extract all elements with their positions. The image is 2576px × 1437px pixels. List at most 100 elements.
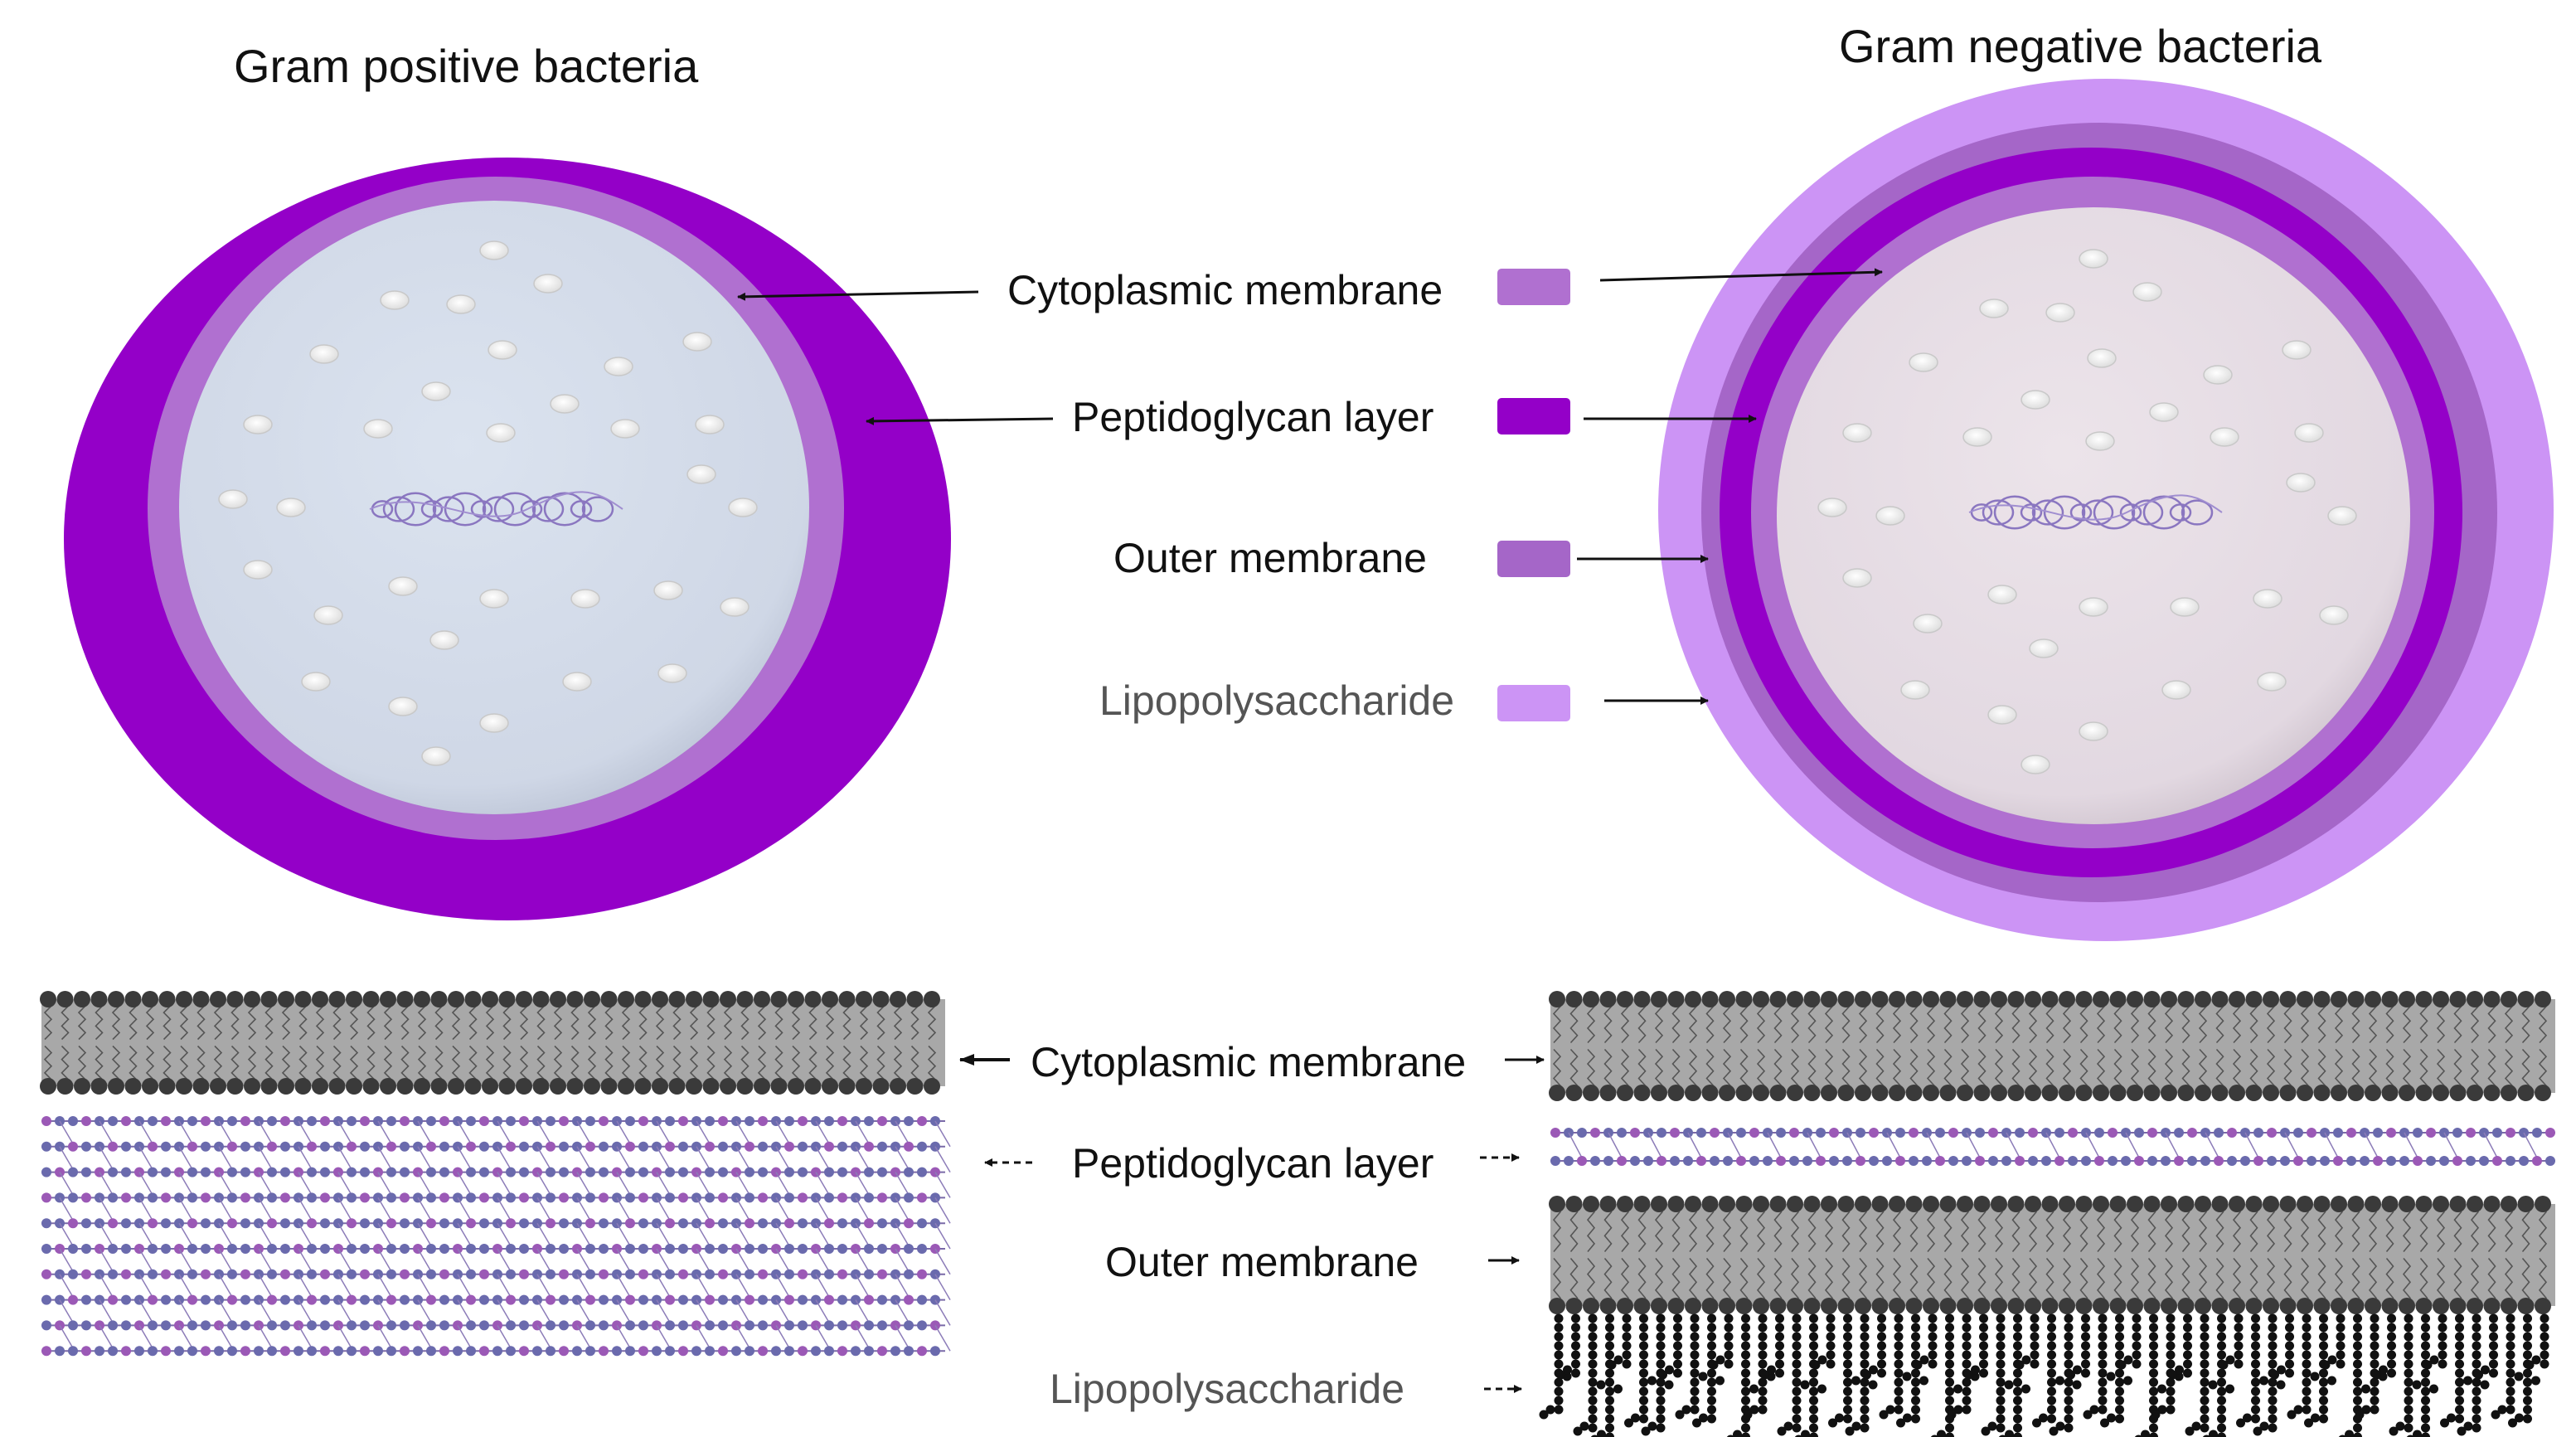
pg-sugar: [68, 1116, 78, 1126]
lps-sugar: [1724, 1313, 1734, 1323]
lps-sugar: [1639, 1350, 1648, 1360]
lps-sugar: [2285, 1368, 2294, 1378]
pg-sugar: [187, 1192, 197, 1203]
pg-sugar: [307, 1244, 317, 1254]
lps-sugar: [1707, 1341, 1716, 1351]
lps-sugar: [2047, 1386, 2056, 1396]
lps-sugar: [2455, 1405, 2464, 1415]
pg-sugar: [41, 1167, 51, 1177]
lps-sugar: [2515, 1413, 2524, 1423]
pg-sugar: [599, 1320, 609, 1331]
pg-sugar: [930, 1346, 940, 1357]
lps-sugar: [1877, 1368, 1886, 1378]
lps-sugar: [2489, 1359, 2498, 1369]
lps-sugar: [2472, 1414, 2481, 1424]
lps-sugar: [2106, 1371, 2116, 1381]
pg-sugar: [2320, 1156, 2330, 1166]
lps-sugar: [1828, 1418, 1837, 1428]
pg-sugar: [2161, 1156, 2171, 1166]
pg-sugar: [678, 1294, 688, 1305]
lps-sugar: [2421, 1405, 2430, 1415]
lps-sugar: [1962, 1341, 1972, 1351]
ribosome-dot: [380, 290, 410, 310]
lipid-head: [2025, 1298, 2041, 1314]
lipid-head: [1923, 1085, 1939, 1101]
lps-sugar: [2013, 1414, 2022, 1424]
lps-sugar: [2506, 1396, 2515, 1405]
lps-sugar: [2404, 1332, 2413, 1342]
legend-label-lipopolysaccharide: Lipopolysaccharide: [1099, 677, 1455, 724]
lipid-head: [1651, 1298, 1667, 1314]
lipid-head: [872, 1078, 890, 1095]
pg-sugar: [373, 1346, 383, 1357]
lps-sugar: [2259, 1376, 2268, 1386]
lps-sugar: [2455, 1386, 2464, 1396]
lps-sugar: [1690, 1386, 1700, 1396]
pg-sugar: [877, 1294, 887, 1305]
lps-sugar: [1741, 1359, 1750, 1369]
lps-sugar: [2285, 1359, 2294, 1369]
lps-sugar: [1996, 1396, 2006, 1405]
pg-sugar: [625, 1269, 635, 1279]
lipid-tail: [1756, 1203, 1766, 1253]
pg-sugar: [864, 1141, 874, 1152]
pg-sugar: [81, 1192, 91, 1203]
lps-sugar: [2370, 1377, 2380, 1387]
lipid-head: [2059, 1196, 2075, 1212]
pg-sugar: [506, 1294, 516, 1305]
pg-sugar: [824, 1346, 834, 1357]
pg-sugar: [439, 1269, 449, 1279]
pg-sugar: [280, 1192, 290, 1203]
arrow-gp-peptidoglycan: [866, 416, 1054, 425]
lps-sugar: [1758, 1332, 1768, 1342]
pg-sugar: [360, 1346, 370, 1357]
lps-sugar: [1715, 1376, 1725, 1386]
pg-sugar: [519, 1141, 529, 1152]
pg-sugar: [1829, 1128, 1839, 1138]
lps-sugar: [2168, 1370, 2177, 1380]
lipid-head: [2501, 1085, 2517, 1101]
lipid-head: [838, 991, 856, 1007]
lps-sugar: [1809, 1377, 1818, 1387]
ribosome-dot: [446, 294, 476, 314]
pg-sugar: [148, 1346, 158, 1357]
lipid-head: [1803, 1298, 1821, 1314]
lipid-head: [328, 1078, 346, 1095]
pg-sugar: [240, 1116, 250, 1126]
pg-sugar: [347, 1346, 357, 1357]
lps-sugar: [1979, 1350, 1988, 1360]
pg-sugar: [386, 1244, 396, 1254]
lipid-tail: [1875, 1203, 1885, 1253]
pg-sugar: [333, 1346, 343, 1357]
lps-sugar: [1792, 1377, 1802, 1387]
lps-sugar: [1673, 1368, 1682, 1378]
lps-sugar: [2489, 1332, 2498, 1342]
ribosome-dot: [488, 340, 517, 360]
lps-sugar: [2319, 1313, 2328, 1323]
lipid-head: [1905, 1196, 1923, 1212]
pg-sugar: [280, 1218, 290, 1229]
lps-sugar: [1605, 1313, 1614, 1323]
pg-sugar: [758, 1192, 768, 1203]
lipid-tail: [1858, 1257, 1868, 1307]
lps-sugar: [2353, 1341, 2362, 1351]
lps-sugar: [2370, 1332, 2380, 1342]
lipid-tail: [1705, 1203, 1715, 1253]
lipid-head: [226, 991, 244, 1007]
pg-sugar: [439, 1320, 449, 1331]
lps-sugar: [1539, 1410, 1549, 1420]
lipid-head: [244, 1078, 260, 1095]
lipid-tail: [1909, 1257, 1919, 1307]
lps-sugar: [2134, 1435, 2143, 1437]
pg-sugar: [784, 1244, 794, 1254]
lps-sugar: [1911, 1368, 1920, 1378]
lipid-head: [56, 1078, 74, 1095]
pg-sugar: [1935, 1156, 1945, 1166]
lps-sugar: [2440, 1418, 2449, 1428]
lipid-head: [312, 991, 328, 1007]
pg-sugar: [771, 1346, 781, 1357]
pg-sugar: [1988, 1156, 1998, 1166]
pg-sugar: [360, 1141, 370, 1152]
lps-sugar: [1571, 1359, 1580, 1369]
nucleoid-loops: [371, 492, 614, 527]
